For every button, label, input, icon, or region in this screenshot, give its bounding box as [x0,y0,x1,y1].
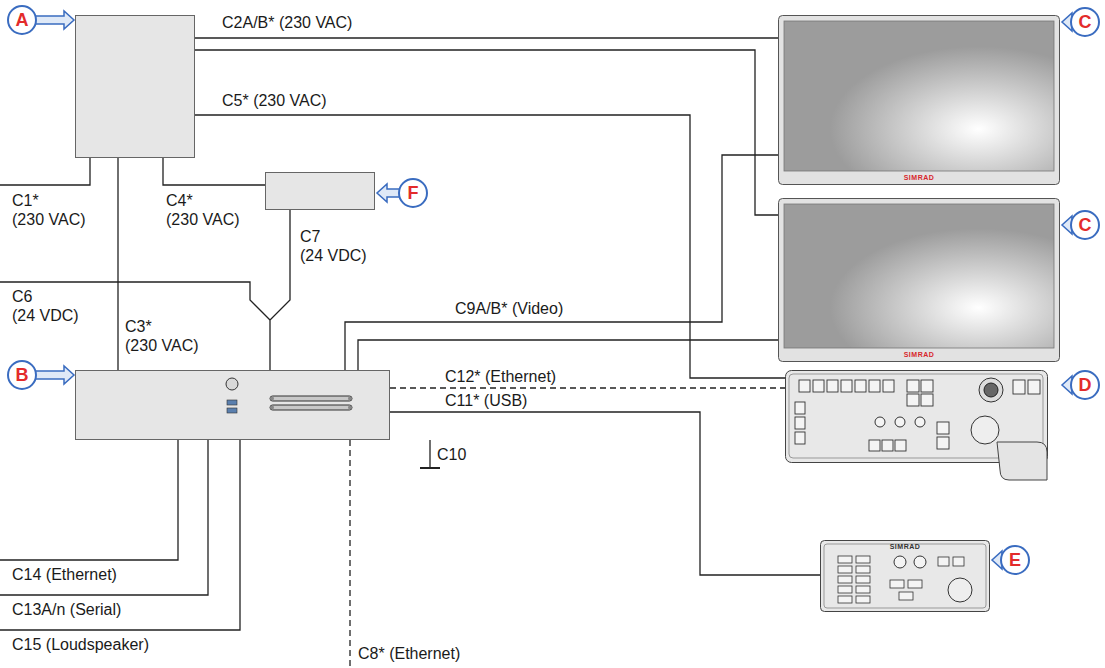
callout-arrow [75,15,76,16]
cable-c10 [429,440,430,468]
cable-label: (230 VAC) [166,211,240,229]
cable-c14 [0,440,178,560]
callout-letter: F [408,183,419,203]
brand-logo: SIMRAD [890,543,921,551]
cable-label: C3* [125,318,152,336]
brand-logo: SIMRAD [904,351,935,359]
cable-label: C12* (Ethernet) [445,368,556,386]
cable-label: C8* (Ethernet) [358,645,460,663]
cable-label: C2A/B* (230 VAC) [222,14,352,32]
cable-label: C7 [300,228,320,246]
cable-label: C11* (USB) [445,392,527,410]
brand-logo: SIMRAD [904,174,935,182]
callout-circle: C [1070,7,1100,37]
unit-illustration [785,370,1060,482]
unit-illustration [820,540,990,612]
unit-illustration [75,15,195,158]
cable-line [358,340,778,370]
cable-label: C6 [12,288,32,306]
cable-label: C13A/n (Serial) [12,601,121,619]
callout-letter: D [1079,375,1092,395]
cable-line [270,210,290,370]
cable-line [195,37,778,38]
cable-c1 [0,158,90,185]
callout-arrow [75,370,76,371]
unit-illustration [75,370,390,440]
cable-label: C10 [437,446,466,464]
cable-line [117,158,118,370]
callout-arrow [820,540,821,541]
cable-label: (24 VDC) [300,247,367,265]
cable-label: C1* [12,192,39,210]
processor-unit: B [75,370,390,440]
ground-symbol [420,467,440,469]
callout-arrow [785,370,786,371]
callout-circle: B [7,360,37,390]
cable-c13 [0,440,208,595]
power-supply: F [265,172,375,210]
display-monitor: C [778,15,1060,185]
unit-illustration [778,15,1060,185]
callout-arrow [778,15,779,16]
cable-c15 [0,440,240,630]
callout-letter: C [1079,215,1092,235]
callout-letter: B [16,365,29,385]
cable-line [345,155,778,370]
cable-label: (24 VDC) [12,307,79,325]
callout-letter: A [16,10,29,30]
callout-circle: E [1000,545,1030,575]
callout-circle: A [7,5,37,35]
callout-letter: E [1009,550,1021,570]
cable-label: C4* [166,192,193,210]
cable-label: C15 (Loudspeaker) [12,636,149,654]
cable-label: C5* (230 VAC) [222,92,327,110]
unit-illustration [778,198,1060,362]
power-cabinet: A [75,15,195,158]
remote-panel: E [820,540,990,612]
cable-line [390,387,785,388]
operating-panel: D [785,370,1060,482]
callout-circle: F [398,178,428,208]
callout-letter: C [1079,12,1092,32]
callout-arrow [778,198,779,199]
cable-label: (230 VAC) [12,211,86,229]
cable-line [390,412,820,575]
cable-line [163,158,265,185]
callout-arrow [265,172,266,173]
unit-illustration [265,172,375,210]
cable-label: C14 (Ethernet) [12,566,117,584]
cable-c8 [349,440,350,668]
callout-circle: C [1070,210,1100,240]
callout-circle: D [1070,370,1100,400]
cable-line [195,115,785,378]
display-monitor: C [778,198,1060,362]
cable-label: (230 VAC) [125,337,199,355]
cable-label: C9A/B* (Video) [455,300,563,318]
